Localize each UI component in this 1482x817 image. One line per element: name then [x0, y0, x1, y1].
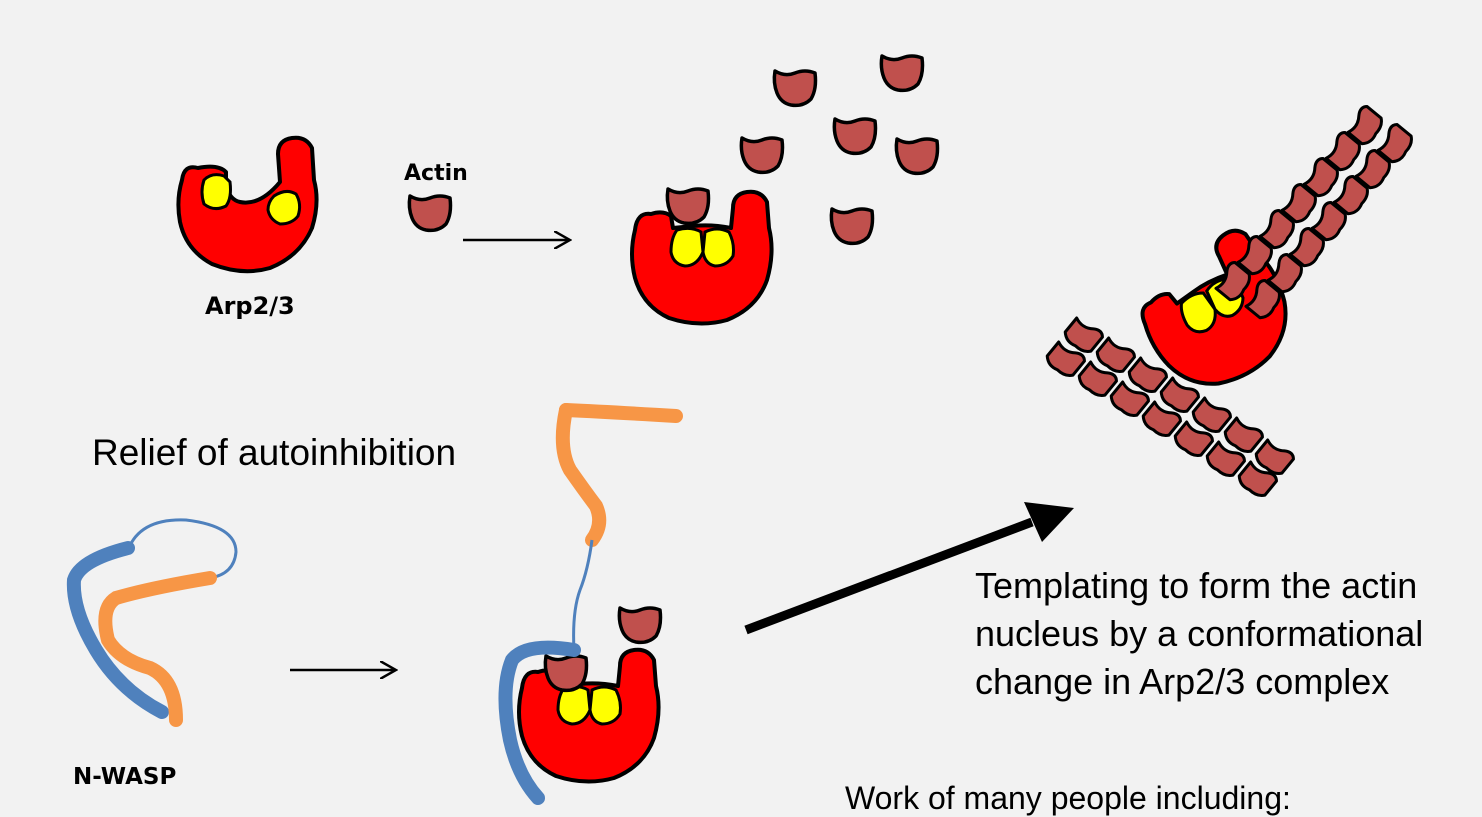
templating-line-3: change in Arp2/3 complex: [975, 661, 1390, 702]
nwasp-activated-complex: [498, 403, 683, 805]
arp23-inactive: [176, 135, 319, 274]
nwasp-autoinhibited: [66, 518, 238, 727]
templating-line-2: nucleus by a conformational: [975, 613, 1424, 654]
arp23-with-actin: [630, 54, 940, 326]
branched-actin-filament: [1042, 103, 1418, 502]
templating-line-1: Templating to form the actin: [975, 565, 1418, 606]
relief-autoinhibition-label: Relief of autoinhibition: [92, 432, 457, 473]
nwasp-label: N-WASP: [73, 764, 177, 790]
arp23-label: Arp2/3: [205, 292, 295, 320]
daughter-filament: [1212, 103, 1418, 323]
credit-text: Work of many people including:: [845, 780, 1291, 816]
arrow-to-branched-filament: [744, 502, 1074, 635]
actin-label: Actin: [404, 161, 468, 186]
templating-caption: Templating to form the actin nucleus by …: [975, 562, 1423, 706]
actin-monomer: [407, 194, 453, 233]
